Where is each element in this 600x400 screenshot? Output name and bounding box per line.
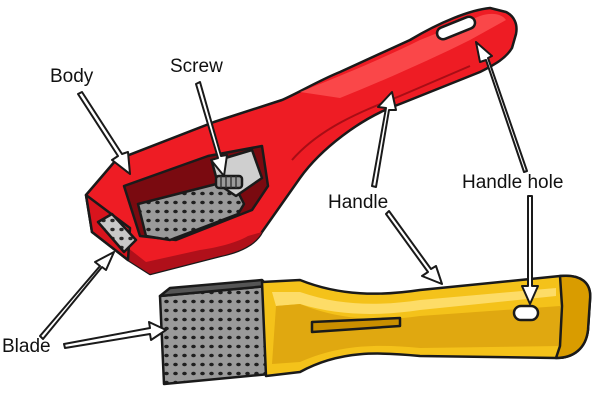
arrows bbox=[39, 41, 539, 349]
label-handle: Handle bbox=[328, 192, 388, 213]
label-body: Body bbox=[50, 66, 94, 87]
rasp-tool-yellow-icon bbox=[158, 274, 592, 386]
arrow-handle-hole-yellow bbox=[521, 195, 539, 305]
arrow-screw bbox=[195, 81, 228, 177]
label-screw: Screw bbox=[170, 56, 223, 77]
arrow-handle-yellow bbox=[385, 210, 443, 285]
yellow-tool-blade bbox=[158, 284, 272, 386]
arrow-handle-red bbox=[371, 91, 397, 188]
shaper-tool-red-icon bbox=[84, 6, 518, 276]
arrow-body bbox=[77, 91, 131, 175]
label-blade: Blade bbox=[2, 336, 51, 357]
handle-hole bbox=[512, 304, 540, 322]
arrow-blade-yellow bbox=[63, 321, 167, 349]
label-handle-hole: Handle hole bbox=[462, 172, 563, 193]
arrow-blade-red bbox=[39, 251, 115, 340]
screw-icon bbox=[214, 174, 244, 190]
arrow-handle-hole-red bbox=[475, 41, 528, 173]
handle-slot-hole bbox=[435, 15, 477, 41]
